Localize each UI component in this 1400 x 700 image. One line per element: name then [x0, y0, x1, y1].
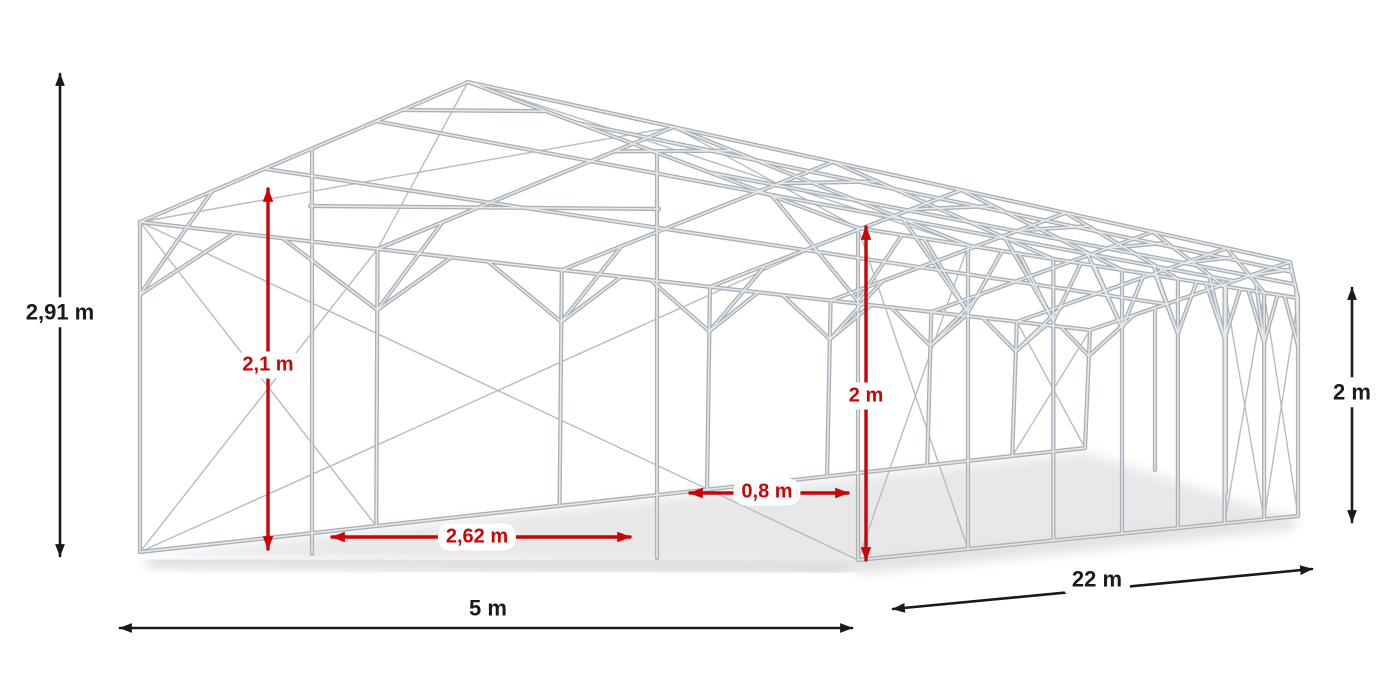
- dimension-label-total-height: 2,91 m: [17, 297, 103, 327]
- dimension-label-length: 22 m: [1063, 564, 1131, 594]
- dimension-label-entrance-width: 2,62 m: [437, 523, 517, 551]
- dimension-label-width: 5 m: [461, 593, 515, 623]
- dimension-label-entrance-height: 2,1 m: [234, 351, 302, 379]
- dimension-label-side-height: 2 m: [1325, 377, 1379, 407]
- frame-tube-highlights: [139, 81, 1299, 561]
- dimension-label-entrance-offset: 0,8 m: [733, 478, 801, 506]
- dimension-label-inner-height: 2 m: [840, 382, 892, 410]
